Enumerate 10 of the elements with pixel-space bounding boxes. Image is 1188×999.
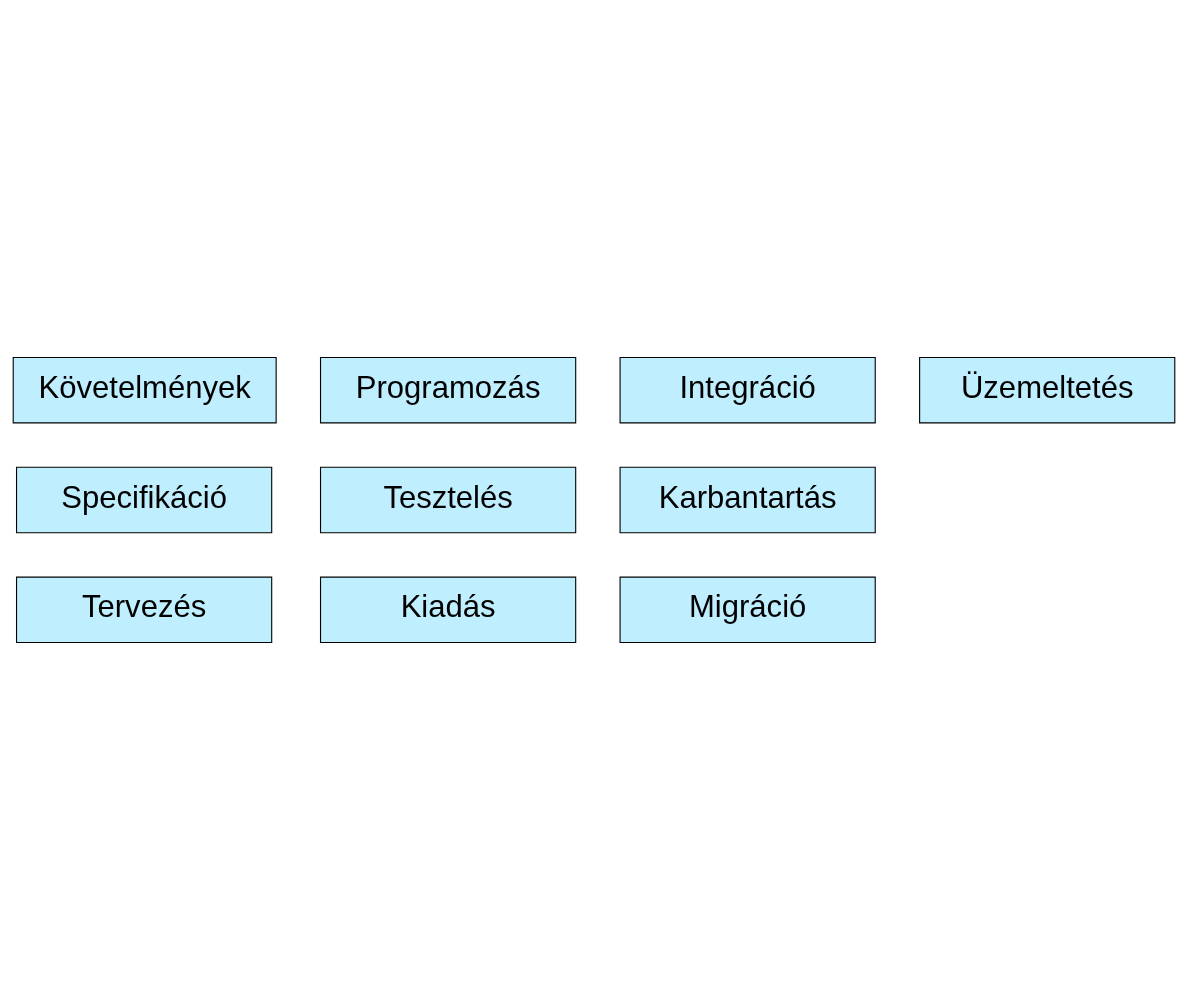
node-box: Üzemeltetés — [919, 356, 1176, 423]
node-box: Tervezés — [16, 576, 273, 643]
node-box: Programozás — [319, 356, 577, 423]
node-box: Tesztelés — [319, 466, 577, 533]
node-box: Kiadás — [319, 576, 577, 643]
node-box: Migráció — [619, 576, 876, 643]
node-box: Karbantartás — [619, 466, 876, 533]
node-box: Követelmények — [12, 356, 277, 423]
node-box: Specifikáció — [16, 466, 273, 533]
node-box: Integráció — [619, 356, 876, 423]
